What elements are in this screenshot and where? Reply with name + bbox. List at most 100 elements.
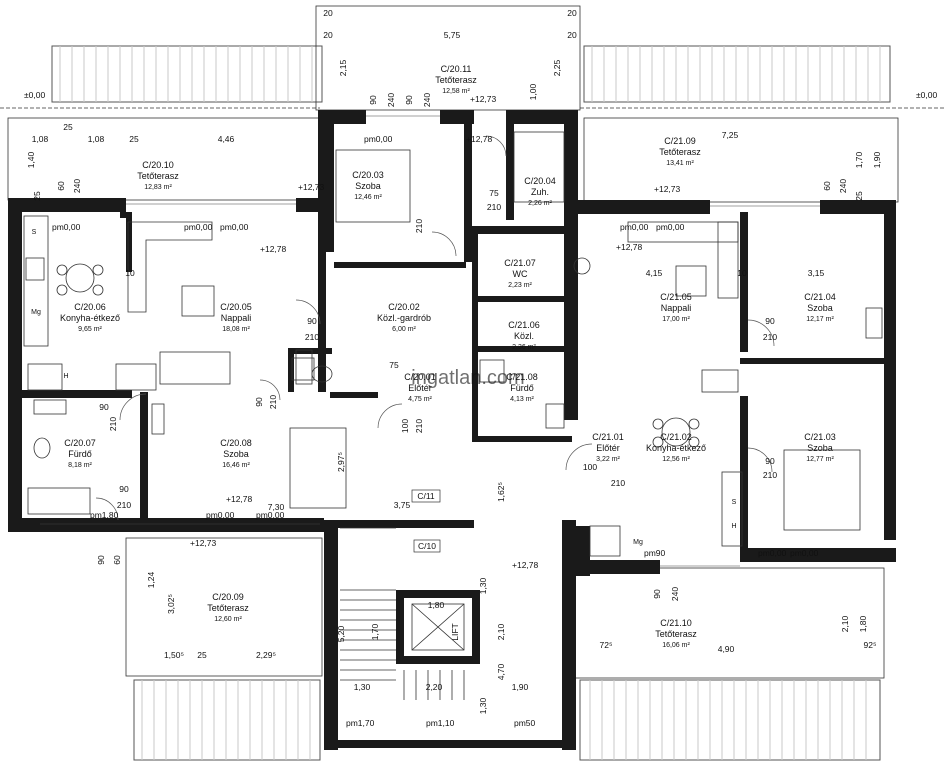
room-area: 2,26 m² — [528, 200, 552, 207]
door-90-b: 90 — [765, 316, 775, 326]
dim-725: 7,25 — [722, 130, 739, 140]
room-id: C/20.08 — [220, 438, 252, 448]
pm-110: pm1,10 — [426, 718, 455, 728]
win-90-a: 90 — [368, 95, 378, 105]
door-90-c: 90 — [765, 456, 775, 466]
room-name: Nappali — [661, 303, 692, 313]
room-name: Előtér — [596, 443, 620, 453]
c10-label: C/10 — [418, 541, 436, 551]
dim-92: 92⁵ — [864, 640, 877, 650]
room-id: C/21.02 — [660, 432, 692, 442]
room-name: Tetőterasz — [137, 171, 179, 181]
dim-190: 1,90 — [512, 682, 529, 692]
room-id: C/20.03 — [352, 170, 384, 180]
room-area: 4,75 m² — [408, 396, 432, 403]
room-id: C/20.10 — [142, 160, 174, 170]
door-100-b: 100 — [400, 419, 410, 433]
dim-297: 2,97⁵ — [336, 452, 346, 472]
room-name: Közl.-gardrób — [377, 313, 431, 323]
room-area: 6,00 m² — [392, 326, 416, 333]
pm-left-3: pm0,00 — [220, 222, 249, 232]
room-area: 2,36 m² — [512, 344, 536, 351]
stairs — [340, 527, 465, 700]
room-id: C/21.04 — [804, 292, 836, 302]
room-id: C/20.09 — [212, 592, 244, 602]
level-floor-right: +12,78 — [616, 242, 643, 252]
level-terrace-top: +12,73 — [470, 94, 497, 104]
dim-210b: 2,10 — [840, 615, 850, 632]
roof-hatch-bottom-right — [579, 679, 881, 761]
door-210-i: 210 — [108, 417, 118, 431]
room-area: 9,65 m² — [78, 326, 102, 333]
dim-130b: 1,30 — [478, 577, 488, 594]
dim-229: 2,29⁵ — [256, 650, 276, 660]
dim-415: 4,15 — [646, 268, 663, 278]
door-75: 75 — [489, 188, 499, 198]
room-name: Előtér — [408, 383, 432, 393]
dim-108-left: 1,08 — [32, 134, 49, 144]
room-name: Nappali — [221, 313, 252, 323]
dim-100: 1,00 — [528, 83, 538, 100]
dim-10a: 10 — [125, 268, 135, 278]
level-terrace-bottom-left: +12,73 — [190, 538, 217, 548]
room-id: C/20.06 — [74, 302, 106, 312]
room-name: Szoba — [807, 443, 833, 453]
room-area: 16,06 m² — [662, 642, 690, 649]
win-150: 240 — [670, 587, 680, 601]
roof-hatch-bottom-left — [133, 679, 321, 761]
pm-50: pm50 — [514, 718, 536, 728]
room-id: C/20.07 — [64, 438, 96, 448]
room-area: 16,46 m² — [222, 462, 250, 469]
room-name: Tetőterasz — [435, 75, 477, 85]
level-markers: ±0,00 ±0,00 +12,73 +12,73 +12,73 +12,73 … — [24, 90, 937, 728]
dim-25b: 25 — [129, 134, 139, 144]
level-floor-stair: +12,78 — [512, 560, 539, 570]
pm-bottom-left-2: pm0,00 — [256, 510, 285, 520]
door-90-a: 90 — [307, 316, 317, 326]
c11-label: C/11 — [417, 491, 435, 501]
level-floor-bottom: +12,78 — [226, 494, 253, 504]
room-area: 18,08 m² — [222, 326, 250, 333]
room-id: C/21.08 — [506, 372, 538, 382]
door-90-f: 90 — [254, 397, 264, 407]
dim-25d: 25 — [32, 191, 42, 201]
room-name: Fürdő — [68, 449, 92, 459]
room-area: 3,22 m² — [596, 456, 620, 463]
pm-bottom-left-1: pm0,00 — [206, 510, 235, 520]
dim-25c: 25 — [197, 650, 207, 660]
dim-162: 1,62⁵ — [496, 482, 506, 502]
door-90-d: 90 — [119, 484, 129, 494]
door-210-b: 210 — [763, 332, 777, 342]
win-240-d: 240 — [838, 179, 848, 193]
room-area: 8,18 m² — [68, 462, 92, 469]
room-id: C/20.11 — [441, 64, 472, 74]
pm-bottom-right-2: pm0,00 — [790, 548, 819, 558]
dim-140: 1,40 — [26, 151, 36, 168]
room-id: C/21.10 — [660, 618, 692, 628]
room-name: Fürdő — [510, 383, 534, 393]
win-60-c: 60 — [112, 555, 122, 565]
room-name: WC — [513, 269, 528, 279]
door-210-f: 210 — [611, 478, 625, 488]
room-id: C/20.01 — [404, 372, 436, 382]
dim-490: 4,90 — [718, 644, 735, 654]
win-240-c: 240 — [72, 179, 82, 193]
room-id: C/21.01 — [592, 432, 624, 442]
roof-hatch-top-left — [51, 45, 323, 103]
lift-label: LIFT — [450, 623, 460, 640]
pm-right-1: pm0,00 — [620, 222, 649, 232]
room-name: Tetőterasz — [207, 603, 249, 613]
room-area: 4,13 m² — [510, 396, 534, 403]
dim-130: 1,30 — [354, 682, 371, 692]
dim-124: 1,24 — [146, 571, 156, 588]
roof-hatch-top-right — [583, 45, 891, 103]
dim-520: 5,20 — [336, 625, 346, 642]
door-75-b: 75 — [389, 360, 399, 370]
room-name: Konyha-étkező — [60, 313, 120, 323]
win-240-b: 240 — [422, 93, 432, 107]
room-area: 12,77 m² — [806, 456, 834, 463]
room-id: C/20.04 — [524, 176, 556, 186]
dim-215: 2,15 — [338, 59, 348, 76]
